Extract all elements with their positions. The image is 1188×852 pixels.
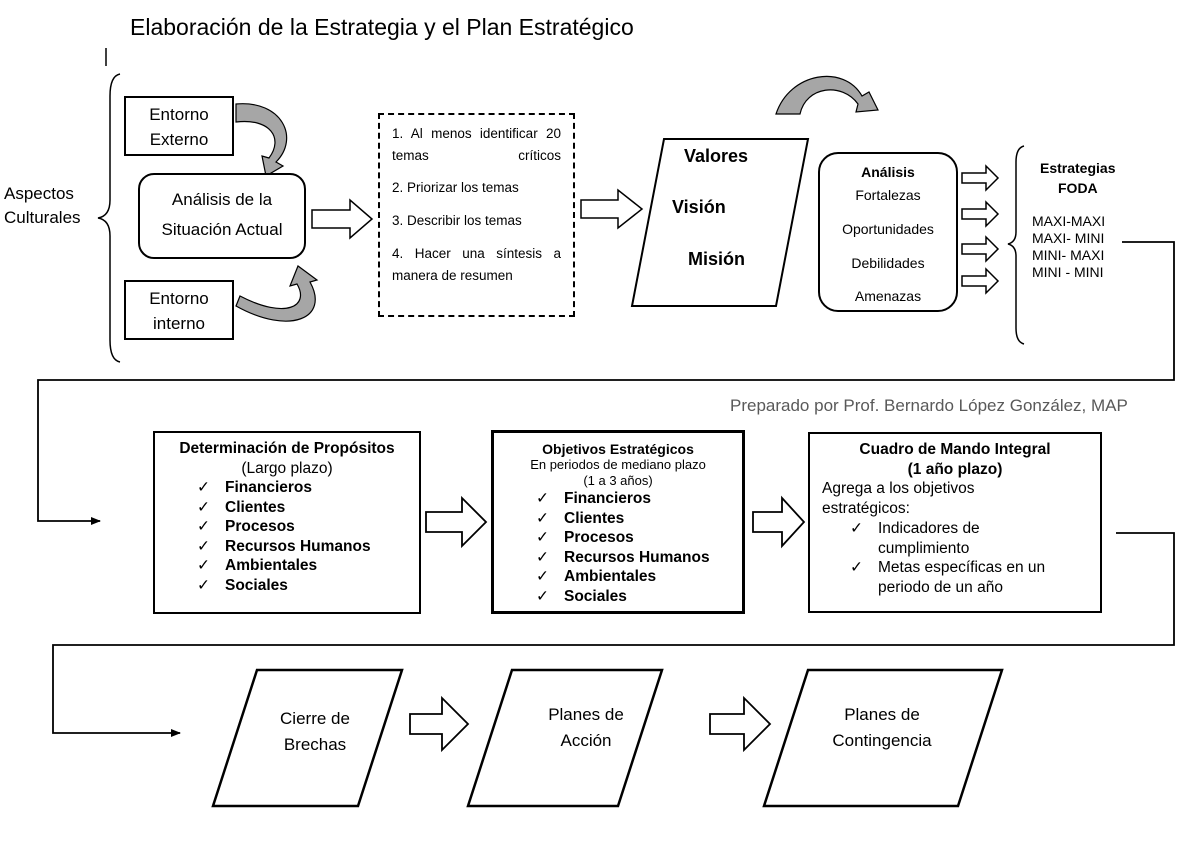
- list-item: Clientes: [197, 498, 419, 518]
- list-item: Procesos: [197, 517, 419, 537]
- foda-item: Amenazas: [854, 288, 922, 304]
- objetivos-subtitle: En periodos de mediano plazo: [530, 457, 706, 472]
- entorno-externo-box: Entorno Externo: [124, 96, 234, 156]
- block-arrow-accion-contingencia: [709, 695, 772, 753]
- steps-box: 1. Al menos identificar 20 temas crítico…: [378, 113, 575, 317]
- situacion-actual-box: Análisis de la Situación Actual: [138, 173, 306, 259]
- curved-arrow-externo: [235, 103, 288, 177]
- propositos-subtitle: (Largo plazo): [241, 459, 333, 477]
- list-item: Sociales: [536, 587, 742, 607]
- strategy-item: MINI- MAXI: [1032, 247, 1105, 263]
- strategies-subtitle: FODA: [1058, 180, 1098, 196]
- strategy-item: MAXI- MINI: [1032, 230, 1105, 246]
- cultural-label: Aspectos Culturales: [4, 184, 81, 227]
- objetivos-list: Financieros Clientes Procesos Recursos H…: [536, 489, 742, 606]
- objetivos-title: Objetivos Estratégicos: [542, 441, 694, 457]
- entorno-interno-box: Entorno interno: [124, 280, 234, 340]
- strategies-title: Estrategias: [1040, 160, 1116, 176]
- strategies-block: Estrategias FODA MAXI-MAXI MAXI- MINI MI…: [1032, 158, 1115, 281]
- cuadro-item-metas: ✓Metas específicas en un periodo de un a…: [850, 559, 1046, 596]
- curved-arrow-top: [775, 75, 879, 115]
- foda-item: Oportunidades: [842, 221, 934, 237]
- cuadro-intro: Agrega a los objetivos estratégicos:: [822, 480, 975, 517]
- list-item: Ambientales: [197, 556, 419, 576]
- foda-item: Debilidades: [851, 255, 925, 271]
- step-item: 1. Al menos identificar 20 temas crítico…: [392, 126, 561, 163]
- mision-label: Misión: [688, 249, 745, 269]
- list-item: Sociales: [197, 576, 419, 596]
- accion-parallelogram: [466, 668, 664, 808]
- brechas-label: Cierre de Brechas: [280, 709, 350, 754]
- list-item: Procesos: [536, 528, 742, 548]
- page-title: Elaboración de la Estrategia y el Plan E…: [130, 14, 634, 40]
- foda-item: Fortalezas: [855, 187, 921, 203]
- step-item: 3. Describir los temas: [392, 213, 522, 228]
- strategy-item: MAXI-MAXI: [1032, 213, 1106, 229]
- left-brace: [97, 73, 121, 363]
- cuadro-box: Cuadro de Mando Integral (1 año plazo) A…: [808, 432, 1102, 613]
- foda-title: Análisis: [861, 164, 915, 180]
- connector-row1-row2: [37, 241, 1175, 525]
- vision-label: Visión: [672, 197, 726, 217]
- credit-label: Preparado por Prof. Bernardo López Gonzá…: [730, 396, 1128, 415]
- block-arrow-propositos-objetivos: [425, 495, 488, 549]
- objetivos-subtitle: (1 a 3 años): [583, 473, 653, 488]
- list-item: Clientes: [536, 509, 742, 529]
- block-arrow-objetivos-cuadro: [752, 495, 806, 549]
- block-arrow-steps-vvm: [580, 188, 644, 230]
- step-item: 2. Priorizar los temas: [392, 180, 519, 195]
- brechas-parallelogram: [211, 668, 404, 808]
- propositos-box: Determinación de Propósitos (Largo plazo…: [153, 431, 421, 614]
- valores-label: Valores: [684, 146, 749, 166]
- curved-arrow-interno: [235, 265, 319, 322]
- list-item: Financieros: [197, 478, 419, 498]
- step-item: 4. Hacer una síntesis a manera de resume…: [392, 246, 561, 283]
- block-arrow-brechas-accion: [409, 695, 470, 753]
- objetivos-box: Objetivos Estratégicos En periodos de me…: [491, 430, 745, 614]
- accion-label: Planes de Acción: [548, 705, 624, 750]
- contingencia-parallelogram: [762, 668, 1004, 808]
- foda-arrows: [961, 164, 1000, 295]
- vvm-parallelogram: [630, 138, 810, 307]
- strategy-item: MINI - MINI: [1032, 264, 1104, 280]
- contingencia-label: Planes de Contingencia: [832, 705, 932, 750]
- propositos-title: Determinación de Propósitos: [179, 440, 395, 457]
- connector-row2-row3: [52, 532, 1175, 737]
- list-item: Recursos Humanos: [197, 537, 419, 557]
- block-arrow-situacion-steps: [311, 198, 374, 240]
- cuadro-title: Cuadro de Mando Integral: [859, 441, 1051, 458]
- propositos-list: Financieros Clientes Procesos Recursos H…: [197, 478, 419, 595]
- list-item: Financieros: [536, 489, 742, 509]
- list-item: Ambientales: [536, 567, 742, 587]
- cuadro-subtitle: (1 año plazo): [907, 460, 1003, 478]
- foda-analysis-box: Análisis Fortalezas Oportunidades Debili…: [818, 152, 958, 312]
- list-item: Recursos Humanos: [536, 548, 742, 568]
- cuadro-item-indicadores: ✓Indicadores de cumplimiento: [850, 520, 980, 557]
- strategies-brace: [1007, 145, 1025, 345]
